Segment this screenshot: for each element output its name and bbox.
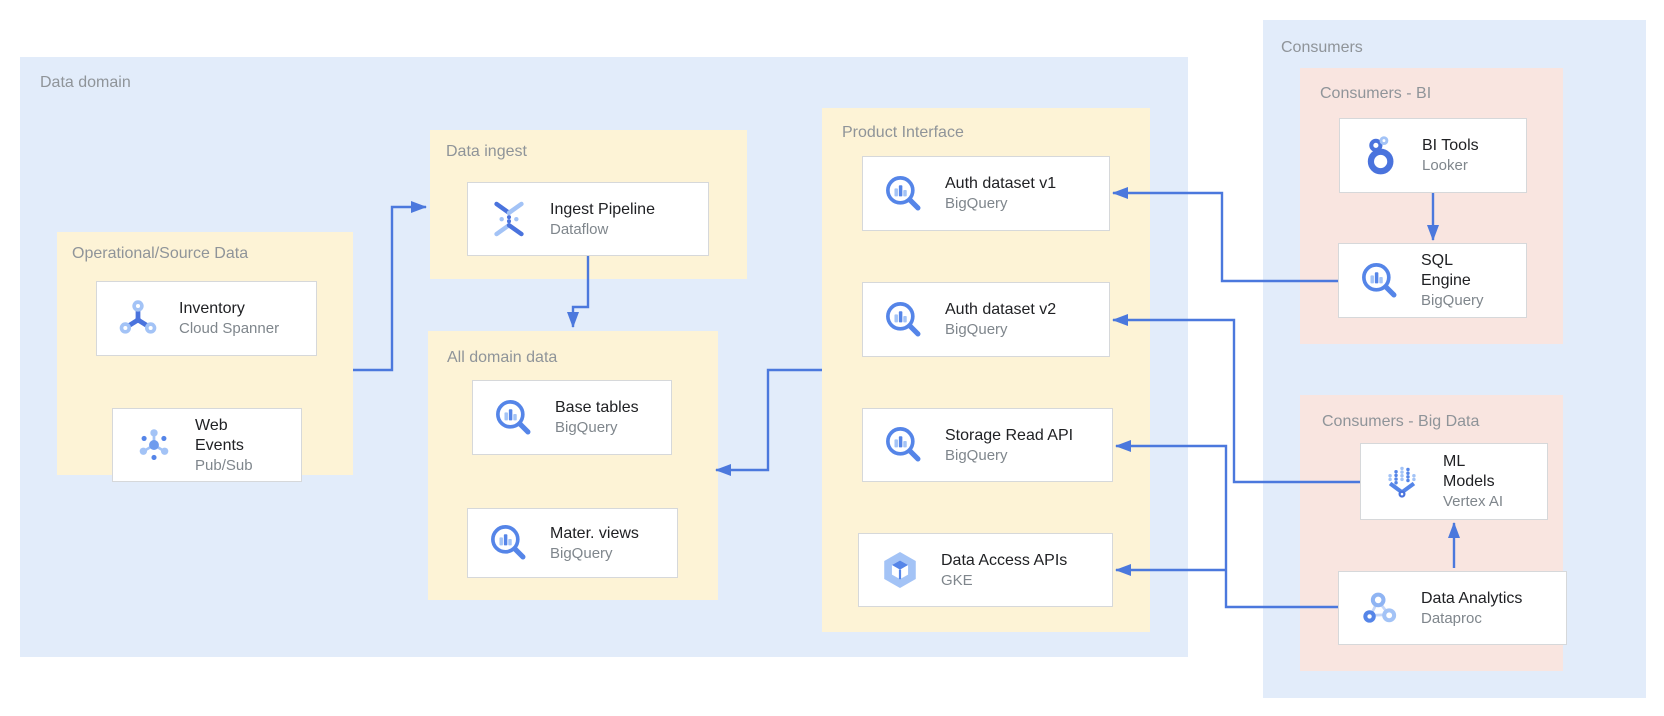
node-sql-engine: SQL Engine BigQuery: [1338, 243, 1527, 318]
node-subtitle: Looker: [1422, 157, 1468, 174]
node-base-tables: Base tables BigQuery: [472, 380, 672, 455]
node-title: BI Tools: [1422, 137, 1479, 154]
node-data-analytics: Data Analytics Dataproc: [1338, 571, 1567, 645]
node-web-events: Web Events Pub/Sub: [112, 408, 302, 482]
gke-icon: [878, 548, 922, 592]
vertex-ai-icon: [1380, 460, 1424, 504]
data-ingest-label: Data ingest: [446, 143, 527, 160]
node-title: Mater. views: [550, 524, 639, 542]
node-ml-models: ML Models Vertex AI: [1360, 443, 1548, 520]
bigquery-icon: [492, 396, 536, 440]
dataproc-icon: [1358, 586, 1402, 630]
node-title: Web Events: [195, 416, 244, 454]
node-subtitle: Cloud Spanner: [179, 320, 280, 337]
node-subtitle: BigQuery: [550, 544, 613, 562]
node-subtitle: GKE: [941, 571, 973, 589]
node-subtitle: Dataproc: [1421, 609, 1482, 627]
node-subtitle: BigQuery: [555, 419, 618, 436]
node-title: Storage Read API: [945, 426, 1074, 444]
node-subtitle: Pub/Sub: [195, 456, 253, 474]
node-title: Base tables: [555, 399, 639, 416]
bigquery-icon: [882, 172, 926, 216]
product-interface-label: Product Interface: [842, 124, 964, 141]
consumers-bi-label: Consumers - BI: [1320, 85, 1432, 102]
bigquery-icon: [882, 298, 926, 342]
consumers-label: Consumers: [1281, 39, 1363, 56]
node-title: SQL Engine: [1421, 252, 1471, 289]
node-subtitle: Vertex AI: [1443, 493, 1504, 510]
node-title: Data Analytics: [1421, 589, 1523, 607]
node-inventory: Inventory Cloud Spanner: [96, 281, 317, 356]
node-subtitle: BigQuery: [945, 195, 1008, 212]
data-domain-label: Data domain: [40, 74, 131, 91]
node-subtitle: BigQuery: [1421, 292, 1484, 309]
looker-icon: [1359, 134, 1403, 178]
node-title: Ingest Pipeline: [550, 200, 655, 218]
cloud-spanner-icon: [116, 297, 160, 341]
node-subtitle: BigQuery: [945, 321, 1008, 338]
operational-source-data-label: Operational/Source Data: [72, 245, 249, 262]
pubsub-icon: [132, 423, 176, 467]
node-title: Auth dataset v1: [945, 175, 1057, 192]
node-bi-tools: BI Tools Looker: [1339, 118, 1527, 193]
node-title: ML Models: [1443, 453, 1495, 490]
node-subtitle: BigQuery: [945, 446, 1008, 464]
node-ingest-pipeline: Ingest Pipeline Dataflow: [467, 182, 709, 256]
node-title: Auth dataset v2: [945, 301, 1057, 318]
bigquery-icon: [487, 521, 531, 565]
node-storage-read-api: Storage Read API BigQuery: [862, 408, 1113, 482]
node-data-access-apis: Data Access APIs GKE: [858, 533, 1113, 607]
node-auth-dataset-v2: Auth dataset v2 BigQuery: [862, 282, 1110, 357]
dataflow-icon: [487, 197, 531, 241]
bigquery-icon: [1358, 259, 1402, 303]
node-title: Inventory: [179, 300, 245, 317]
all-domain-data-label: All domain data: [447, 349, 558, 366]
node-auth-dataset-v1: Auth dataset v1 BigQuery: [862, 156, 1110, 231]
consumers-big-data-label: Consumers - Big Data: [1322, 413, 1480, 430]
node-title: Data Access APIs: [941, 551, 1068, 569]
node-mater-views: Mater. views BigQuery: [467, 508, 678, 578]
bigquery-icon: [882, 423, 926, 467]
node-subtitle: Dataflow: [550, 220, 609, 238]
